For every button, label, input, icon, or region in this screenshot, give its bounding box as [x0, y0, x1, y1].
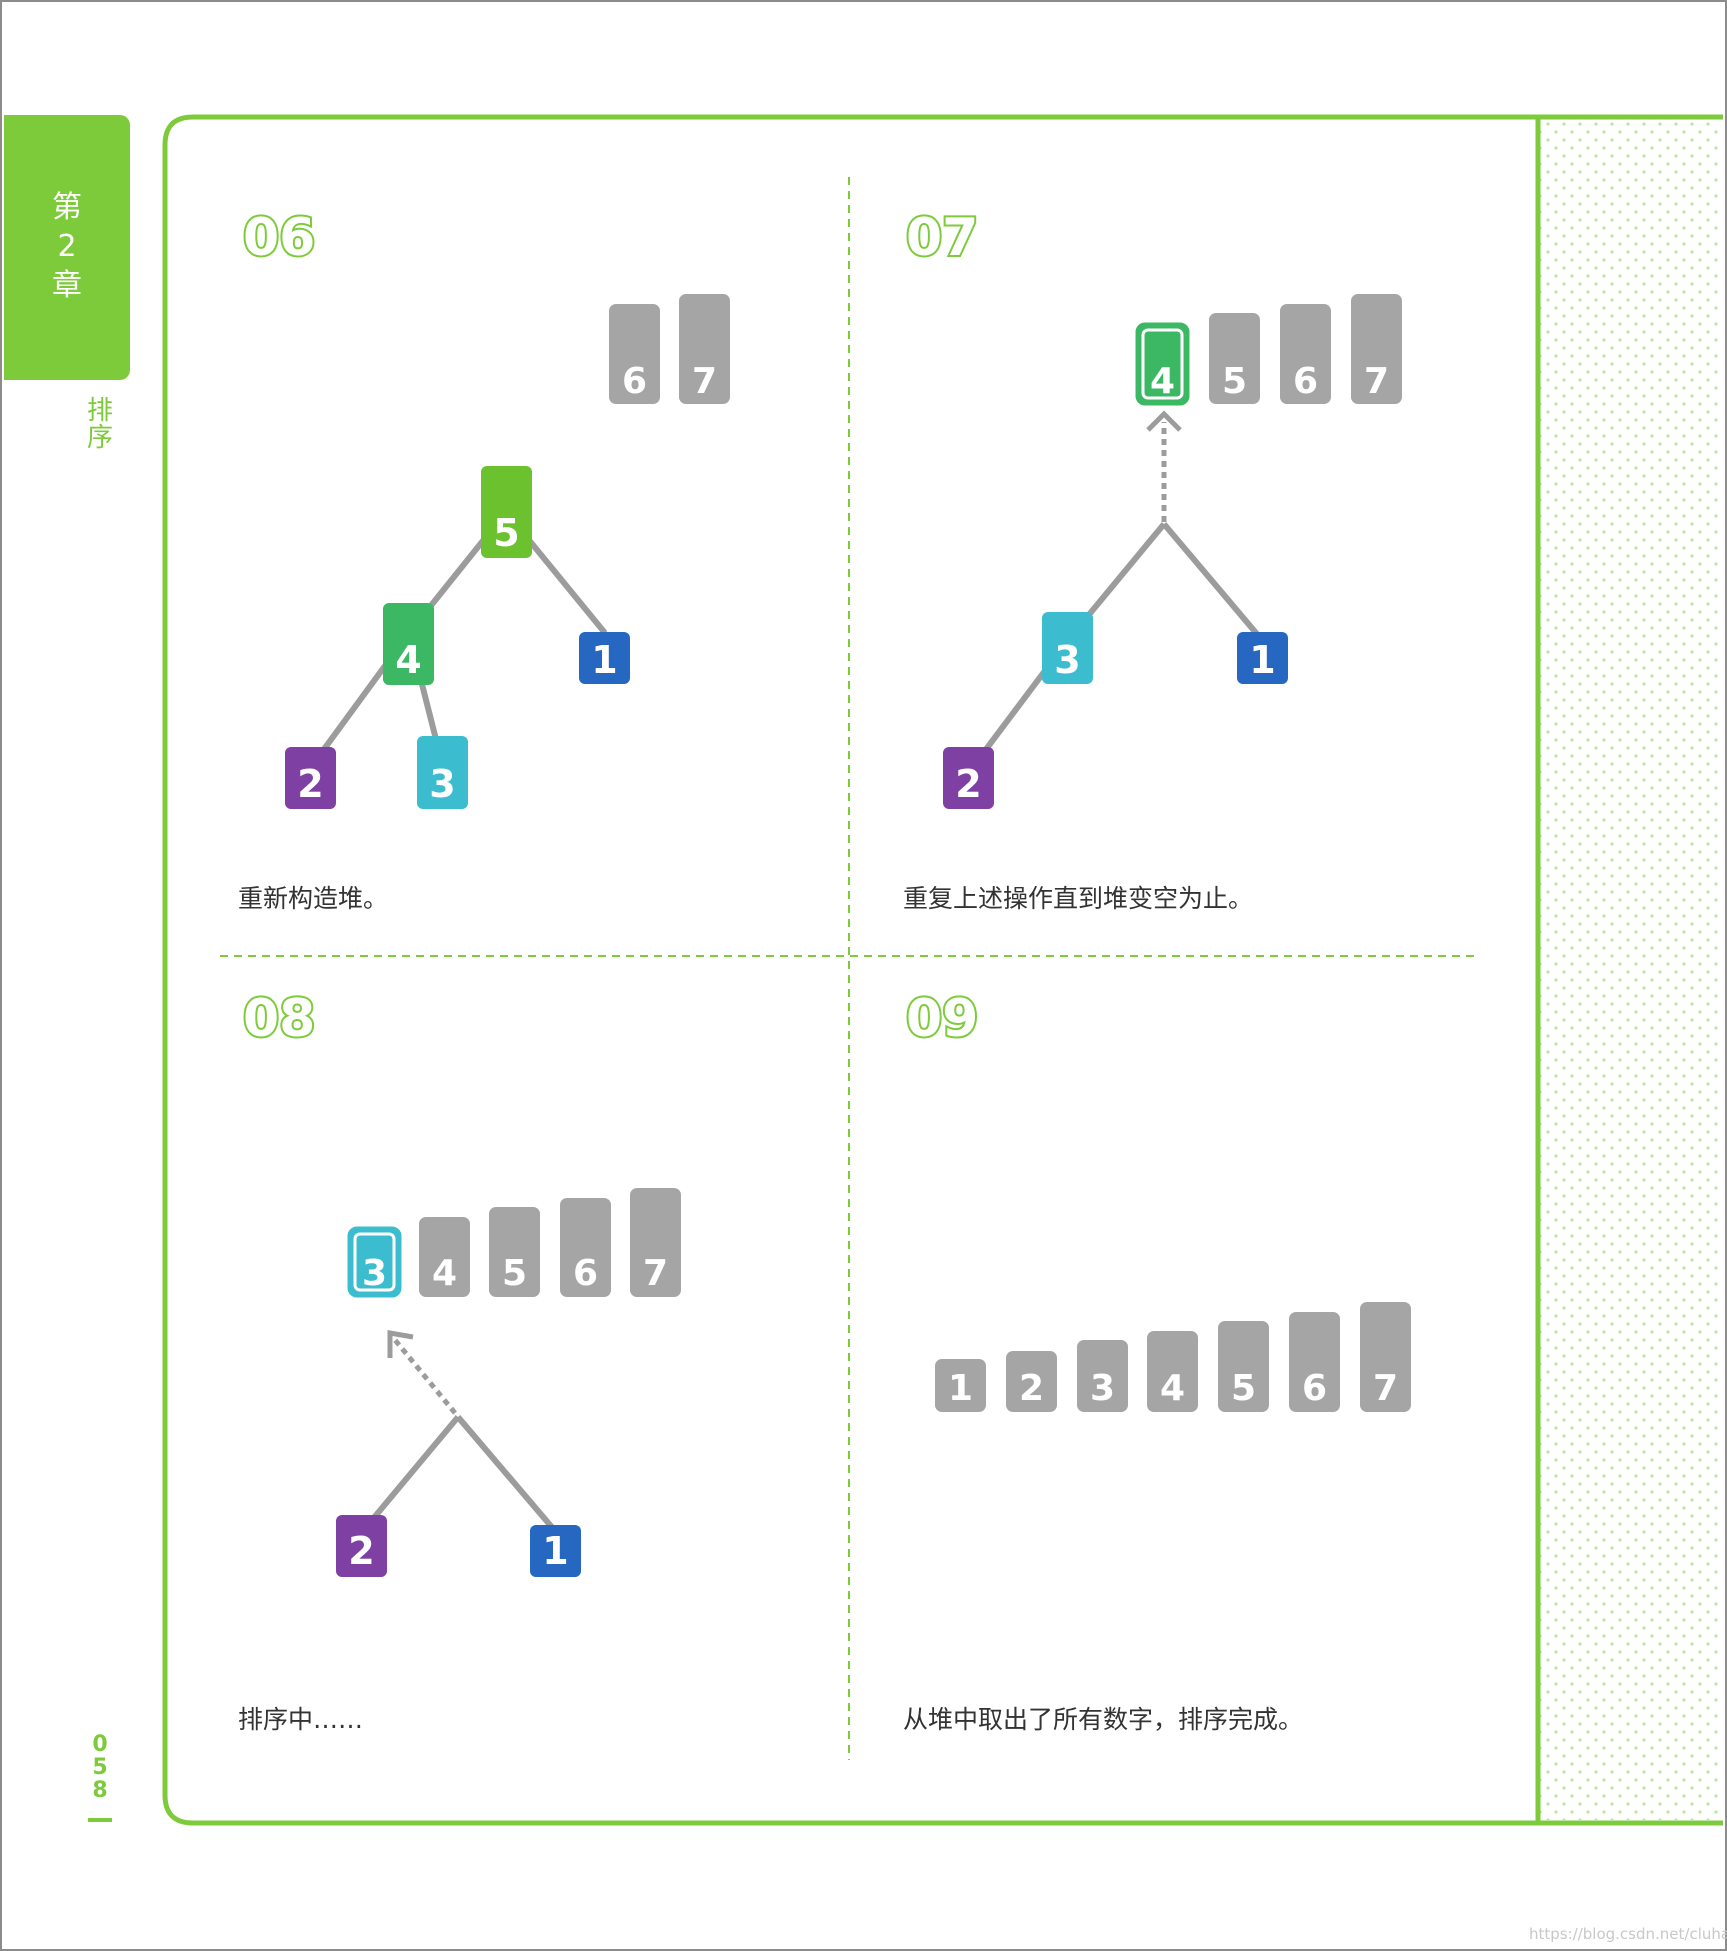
sorted-block-label: 5 — [1222, 361, 1247, 402]
step-label: 06 — [243, 208, 315, 268]
tree-edge — [455, 1415, 559, 1534]
tree-node-label: 3 — [1054, 638, 1080, 682]
sorted-block — [560, 1198, 611, 1297]
panel-caption: 重新构造堆。 — [238, 884, 388, 913]
sorted-block — [1360, 1302, 1411, 1412]
panel-caption: 重复上述操作直到堆变空为止。 — [903, 884, 1253, 913]
highlighted-block-label: 4 — [1150, 361, 1175, 402]
sorted-block-label: 6 — [622, 361, 647, 402]
sorted-block-label: 5 — [1231, 1368, 1256, 1409]
sorted-block-label: 3 — [1090, 1368, 1115, 1409]
tree-node-label: 1 — [591, 638, 617, 682]
tree-edge — [359, 1415, 461, 1534]
step-label: 09 — [906, 989, 978, 1049]
arrow-head-icon — [1146, 410, 1182, 432]
highlighted-block-inner — [353, 1232, 396, 1292]
tree-node — [1042, 612, 1093, 684]
sorted-block — [1218, 1321, 1269, 1412]
sorted-block — [1280, 304, 1331, 404]
tree-node-label: 4 — [395, 638, 421, 682]
tree-node — [336, 1515, 387, 1577]
highlighted-block — [347, 1226, 402, 1298]
sorted-block-label: 4 — [432, 1253, 457, 1294]
sorted-block-label: 6 — [573, 1253, 598, 1294]
sorted-block-label: 7 — [1364, 361, 1389, 402]
sorted-block — [1147, 1331, 1198, 1412]
sorted-block — [630, 1188, 681, 1297]
page-number: 0 5 8 — [75, 1733, 125, 1802]
sorted-block — [679, 294, 730, 404]
panel-caption: 排序中…… — [238, 1705, 363, 1734]
sorted-block-label: 1 — [948, 1368, 973, 1409]
sorted-block — [1289, 1312, 1340, 1412]
tree-node — [481, 466, 532, 558]
sorted-block-label: 7 — [1373, 1368, 1398, 1409]
sorted-block-label: 5 — [502, 1253, 527, 1294]
sorted-block-label: 2 — [1019, 1368, 1044, 1409]
chapter-tab: 第 2 章 — [4, 115, 130, 380]
step-label: 07 — [906, 208, 978, 268]
tree-node — [943, 747, 994, 809]
sorted-block — [1351, 294, 1402, 404]
page-digit: 0 — [92, 1732, 108, 1757]
tree-node-label: 2 — [348, 1529, 374, 1573]
section-char-2: 序 — [86, 423, 113, 453]
page-number-underline — [88, 1818, 112, 1822]
dotted-side-panel — [1540, 120, 1721, 1820]
highlighted-block-label: 3 — [362, 1253, 387, 1294]
tree-node-label: 5 — [493, 511, 519, 555]
sorted-block — [419, 1217, 470, 1297]
tree-node-label: 1 — [542, 1529, 568, 1573]
highlighted-block — [1135, 322, 1190, 406]
chapter-suffix: 章 — [52, 268, 82, 303]
sorted-block-label: 4 — [1160, 1368, 1185, 1409]
tree-node — [530, 1525, 581, 1577]
tree-edge — [1161, 522, 1265, 642]
tree-node — [285, 747, 336, 809]
tree-node-label: 3 — [429, 762, 455, 806]
chapter-prefix: 第 — [52, 190, 82, 225]
tree-node — [383, 603, 434, 685]
highlighted-block-inner — [1141, 328, 1184, 400]
page-digit: 8 — [92, 1778, 108, 1803]
watermark: https://blog.csdn.net/cluhab — [1529, 1925, 1727, 1943]
page-digit: 5 — [92, 1755, 108, 1780]
sorted-block — [1209, 313, 1260, 404]
tree-node-label: 2 — [297, 762, 323, 806]
section-char-1: 排 — [86, 396, 113, 426]
tree-node-label: 1 — [1249, 638, 1275, 682]
sorted-block-label: 7 — [643, 1253, 668, 1294]
arrow-head-icon — [387, 1330, 414, 1358]
sorted-block — [1006, 1351, 1057, 1412]
sorted-block — [609, 304, 660, 404]
sorted-block — [935, 1359, 986, 1412]
dotted-arrow-line — [393, 1338, 457, 1415]
sorted-block — [1077, 1340, 1128, 1412]
sorted-block — [489, 1207, 540, 1297]
tree-node — [417, 736, 468, 809]
tree-node-label: 2 — [955, 762, 981, 806]
tree-node — [579, 632, 630, 684]
chapter-number: 2 — [57, 229, 77, 264]
panel-caption: 从堆中取出了所有数字，排序完成。 — [903, 1705, 1303, 1734]
step-label: 08 — [243, 989, 315, 1049]
sorted-block-label: 6 — [1302, 1368, 1327, 1409]
sorted-block-label: 6 — [1293, 361, 1318, 402]
tree-node — [1237, 632, 1288, 684]
content-frame — [162, 114, 1723, 1826]
sorted-block-label: 7 — [692, 361, 717, 402]
